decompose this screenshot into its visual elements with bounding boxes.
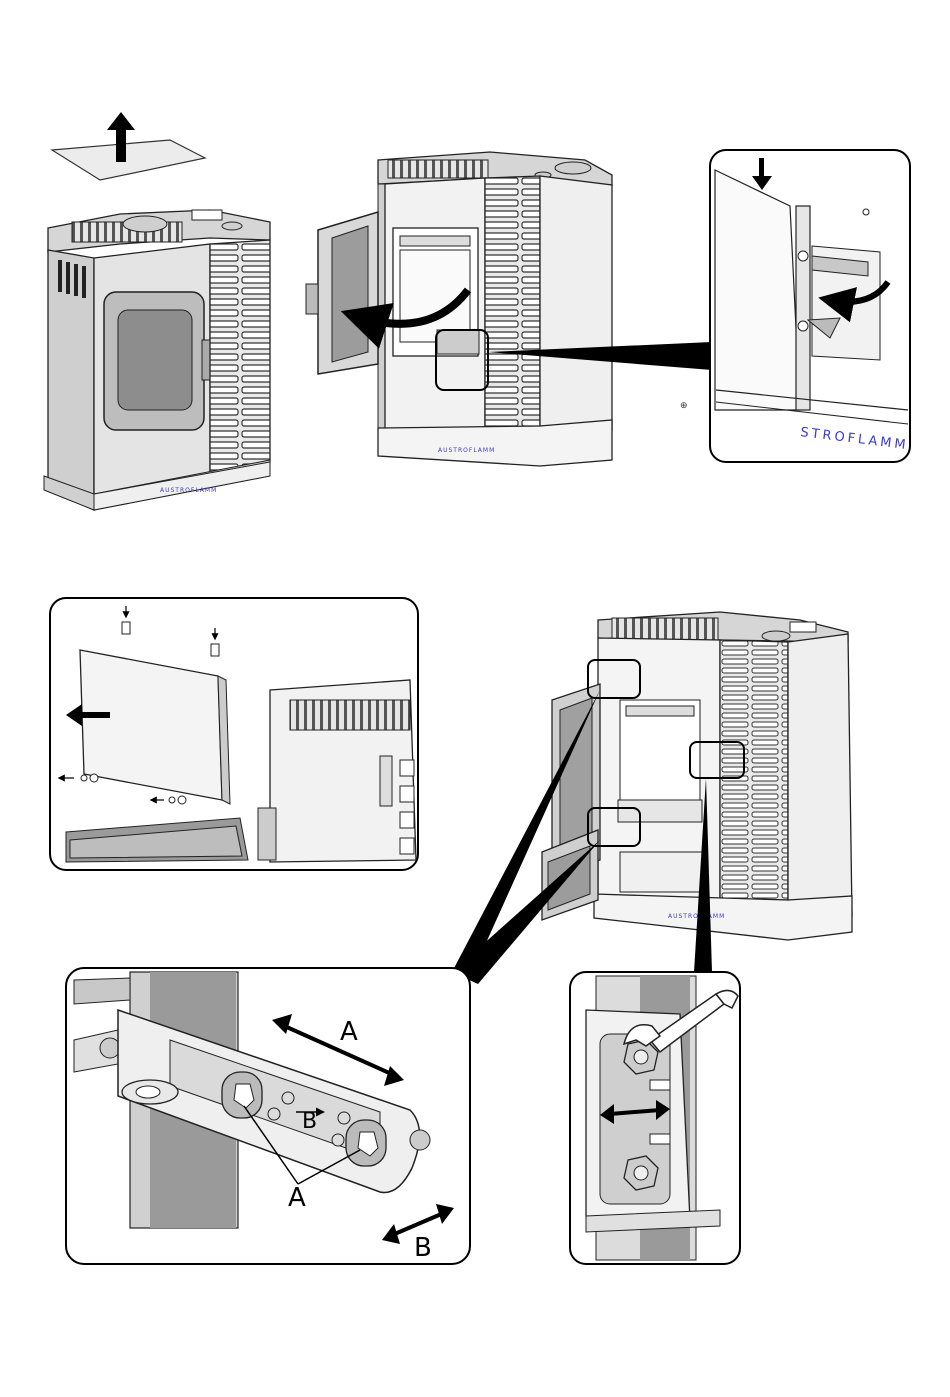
brand-label-step2: AUSTROFLAMM [438,447,495,454]
brand-label-step4: AUSTROFLAMM [668,913,725,920]
step2-group: AUSTROFLAMM ⊕ [306,152,712,466]
brand-label-step1: AUSTROFLAMM [160,487,217,494]
stove-closed: AUSTROFLAMM [44,210,270,510]
step4-stove: AUSTROFLAMM [452,612,852,984]
detail-callout-door-latch: STROFLAMM [710,150,910,462]
step1-group: AUSTROFLAMM [44,112,270,510]
label-a-top: A [340,1017,358,1047]
label-a-bottom: A [288,1183,306,1213]
top-plate-lifted [52,140,205,180]
label-b-middle: B [302,1109,317,1134]
open-door [306,212,378,374]
detail-callout-hinge-adjust: A B A B [66,968,470,1264]
label-b-bottom: B [414,1233,432,1263]
detail-callout-bracket-wrench [570,972,740,1264]
screw-mark: ⊕ [680,400,688,410]
detail-callout-panel-removal [50,598,418,870]
